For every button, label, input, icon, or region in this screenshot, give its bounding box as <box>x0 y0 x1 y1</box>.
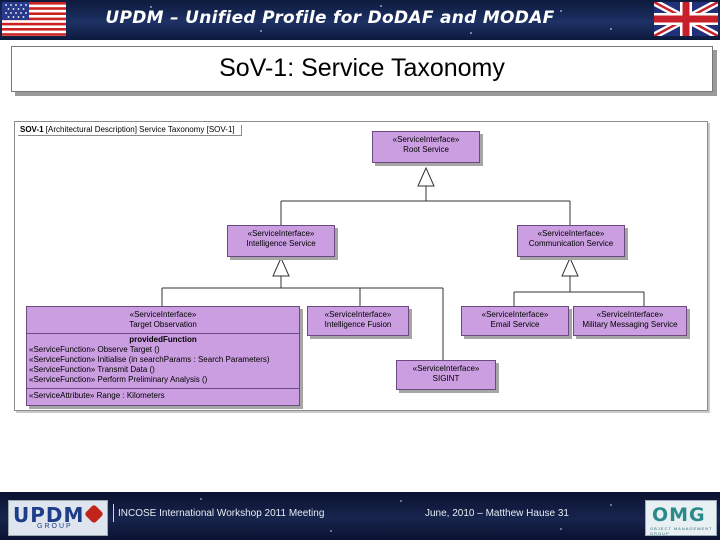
stereotype-label: «ServiceInterface» <box>392 135 460 144</box>
box-name: Military Messaging Service <box>582 320 678 329</box>
omg-logo-text: OMG <box>652 504 706 526</box>
box-sigint[interactable]: «ServiceInterface» SIGINT <box>396 360 496 390</box>
box-name: Intelligence Fusion <box>324 320 392 329</box>
generalization-arrow-intelligence <box>272 256 290 277</box>
box-name: Root Service <box>403 145 449 154</box>
box-military-messaging-service[interactable]: «ServiceInterface» Military Messaging Se… <box>573 306 687 336</box>
frame-label-text: [Architectural Description] Service Taxo… <box>43 125 235 134</box>
omg-logo-sub: OBJECT MANAGEMENT GROUP <box>650 526 713 536</box>
footer-band: UPDM GROUP INCOSE International Workshop… <box>0 492 720 540</box>
box-name: SIGINT <box>432 374 460 383</box>
uk-flag-icon <box>654 2 718 36</box>
generalization-arrow-root <box>417 166 435 187</box>
stereotype-label: «ServiceInterface» <box>324 310 392 319</box>
footer-event: INCOSE International Workshop 2011 Meeti… <box>118 508 325 519</box>
box-name: Email Service <box>490 320 540 329</box>
slide-title-box: SoV-1: Service Taxonomy <box>11 46 713 92</box>
diagram-frame-label: SOV-1 [Architectural Description] Servic… <box>18 125 242 136</box>
header-title: UPDM – Unified Profile for DoDAF and MOD… <box>105 8 555 28</box>
function-row: «ServiceFunction» Perform Preliminary An… <box>29 375 208 384</box>
box-name: Communication Service <box>528 239 614 248</box>
footer-date-author-page: June, 2010 – Matthew Hause 31 <box>425 508 569 519</box>
header-band: UPDM – Unified Profile for DoDAF and MOD… <box>0 0 720 40</box>
box-intelligence-fusion[interactable]: «ServiceInterface» Intelligence Fusion <box>307 306 409 336</box>
generalization-arrow-communication <box>561 256 579 277</box>
compartment-divider <box>27 388 299 389</box>
function-row: «ServiceFunction» Transmit Data () <box>29 365 155 374</box>
box-name: Target Observation <box>129 320 197 329</box>
updm-logo-sub: GROUP <box>37 523 73 530</box>
box-email-service[interactable]: «ServiceInterface» Email Service <box>461 306 569 336</box>
compartment-title: providedFunction <box>129 335 197 344</box>
stereotype-label: «ServiceInterface» <box>596 310 664 319</box>
stereotype-label: «ServiceInterface» <box>412 364 480 373</box>
attribute-row: «ServiceAttribute» Range : Kilometers <box>29 391 165 400</box>
footer-divider <box>113 504 114 522</box>
service-taxonomy-diagram: SOV-1 [Architectural Description] Servic… <box>14 121 708 411</box>
compartment-divider <box>27 333 299 334</box>
box-intelligence-service[interactable]: «ServiceInterface» Intelligence Service <box>227 225 335 257</box>
omg-logo: OMG OBJECT MANAGEMENT GROUP <box>645 500 717 536</box>
stereotype-label: «ServiceInterface» <box>481 310 549 319</box>
function-row: «ServiceFunction» Observe Target () <box>29 345 160 354</box>
stereotype-label: «ServiceInterface» <box>247 229 315 238</box>
frame-label-kind: SOV-1 <box>20 125 44 134</box>
hexagon-icon <box>84 504 104 524</box>
function-row: «ServiceFunction» Initialise (in searchP… <box>29 355 270 364</box>
us-flag-icon <box>2 2 66 36</box>
stereotype-label: «ServiceInterface» <box>129 310 197 319</box>
updm-logo: UPDM GROUP <box>8 500 108 536</box>
generalization-lines <box>161 166 645 360</box>
stereotype-label: «ServiceInterface» <box>537 229 605 238</box>
updm-logo-text: UPDM <box>13 503 85 527</box>
box-target-observation[interactable]: «ServiceInterface» Target Observation pr… <box>26 306 300 406</box>
box-root-service[interactable]: «ServiceInterface» Root Service <box>372 131 480 163</box>
box-name: Intelligence Service <box>246 239 316 248</box>
slide-title: SoV-1: Service Taxonomy <box>219 54 505 82</box>
box-communication-service[interactable]: «ServiceInterface» Communication Service <box>517 225 625 257</box>
